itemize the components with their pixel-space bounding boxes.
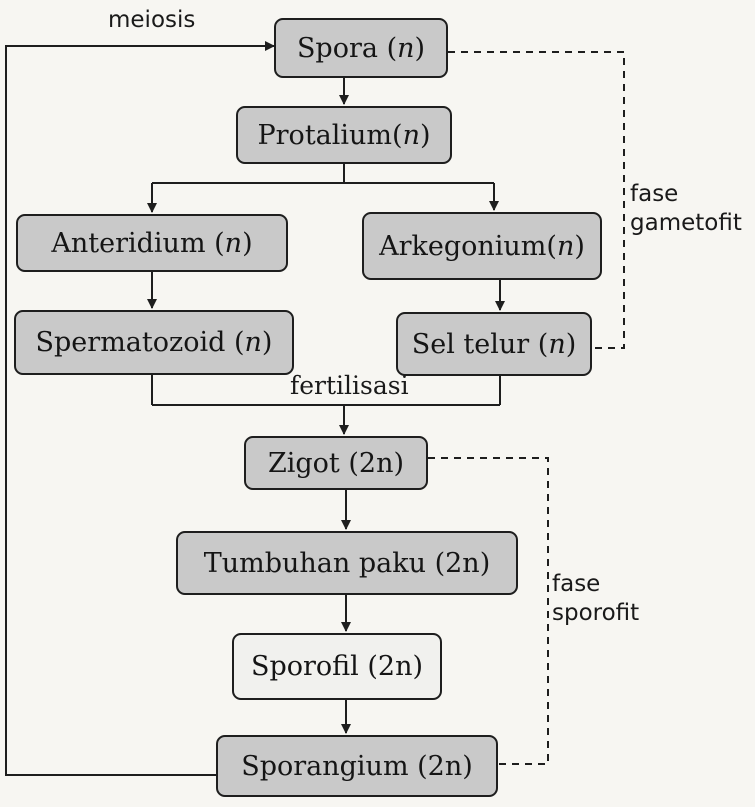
node-sporofil: Sporofil (2n) [232, 633, 442, 700]
bracket-sporofit [428, 457, 549, 765]
label-meiosis: meiosis [108, 7, 196, 33]
node-anteridium: Anteridium (n) [16, 214, 288, 272]
node-tumbuhan-paku: Tumbuhan paku (2n) [176, 531, 518, 595]
bracket-gametofit [448, 51, 625, 349]
arrow-meiosis-loop [5, 41, 275, 776]
label-fertilisasi: fertilisasi [290, 371, 409, 400]
node-sel-telur: Sel telur (n) [396, 312, 592, 376]
label-fase-gametofit: fase gametofit [630, 181, 742, 236]
node-zigot: Zigot (2n) [244, 436, 428, 490]
node-arkegonium: Arkegonium(n) [362, 212, 602, 280]
node-sporangium: Sporangium (2n) [216, 735, 498, 797]
node-spermatozoid: Spermatozoid (n) [14, 310, 294, 375]
label-fase-sporofit: fase sporofit [552, 571, 640, 626]
node-spora: Spora (n) [274, 18, 448, 78]
node-protalium: Protalium(n) [236, 106, 452, 164]
